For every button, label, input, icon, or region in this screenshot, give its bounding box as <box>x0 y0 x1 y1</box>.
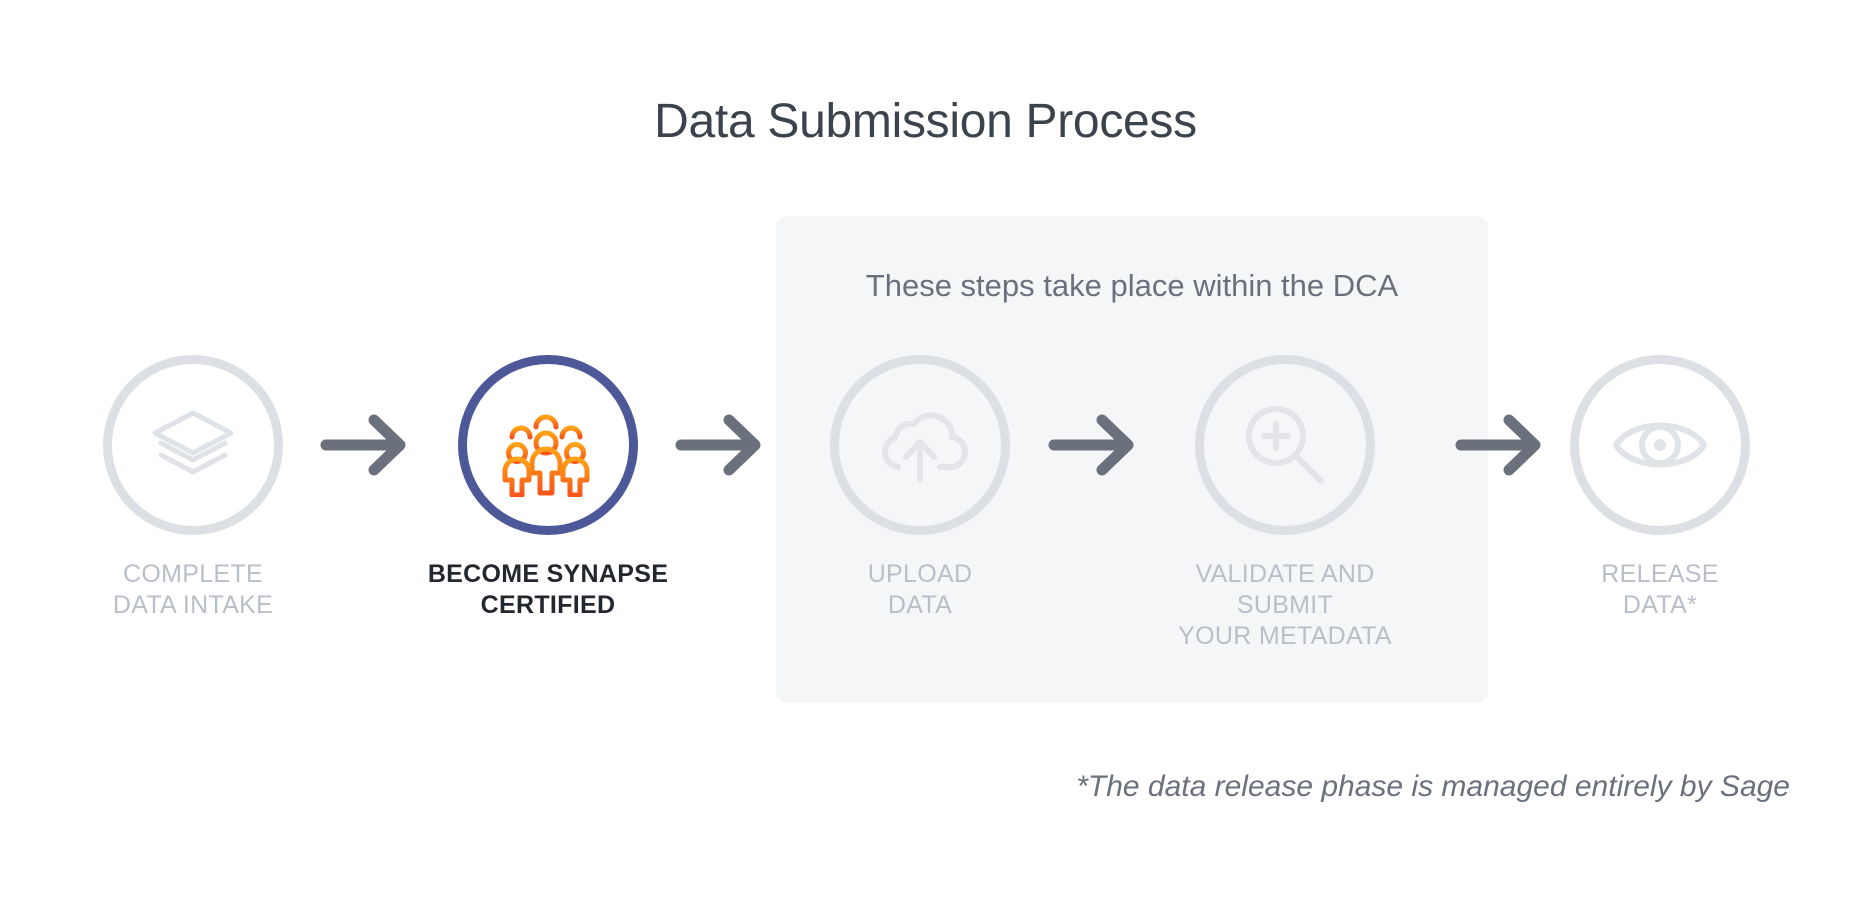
step-label: BECOME SYNAPSE CERTIFIED <box>427 560 669 619</box>
step-upload-data[interactable]: UPLOAD DATA <box>790 355 1050 621</box>
footnote: *The data release phase is managed entir… <box>1076 770 1790 803</box>
eye-icon <box>1608 393 1712 497</box>
step-icon-circle-active <box>458 355 638 535</box>
magnifier-plus-icon <box>1235 395 1335 495</box>
layers-icon <box>145 397 241 493</box>
step-complete-data-intake[interactable]: COMPLETE DATA INTAKE <box>63 355 323 621</box>
step-icon-circle <box>830 355 1010 535</box>
step-icon-circle <box>1570 355 1750 535</box>
dca-panel-label: These steps take place within the DCA <box>865 268 1399 303</box>
arrow-right-icon-2 <box>675 410 771 480</box>
step-become-synapse-certified[interactable]: BECOME SYNAPSE CERTIFIED <box>418 355 678 621</box>
step-label: COMPLETE DATA INTAKE <box>112 560 274 619</box>
page-title: Data Submission Process <box>654 95 1197 148</box>
step-label: UPLOAD DATA <box>867 560 973 619</box>
arrow-right-icon-4 <box>1455 410 1551 480</box>
people-group-icon <box>496 393 600 497</box>
step-label: VALIDATE AND SUBMIT YOUR METADATA <box>1178 560 1392 650</box>
step-icon-circle <box>103 355 283 535</box>
cloud-upload-icon <box>870 395 970 495</box>
step-validate-and-submit-your-metadata[interactable]: VALIDATE AND SUBMIT YOUR METADATA <box>1155 355 1415 651</box>
arrow-right-icon-1 <box>320 410 416 480</box>
step-label: RELEASE DATA* <box>1601 560 1719 619</box>
arrow-right-icon-3 <box>1048 410 1144 480</box>
step-release-data[interactable]: RELEASE DATA* <box>1530 355 1790 621</box>
step-icon-circle <box>1195 355 1375 535</box>
